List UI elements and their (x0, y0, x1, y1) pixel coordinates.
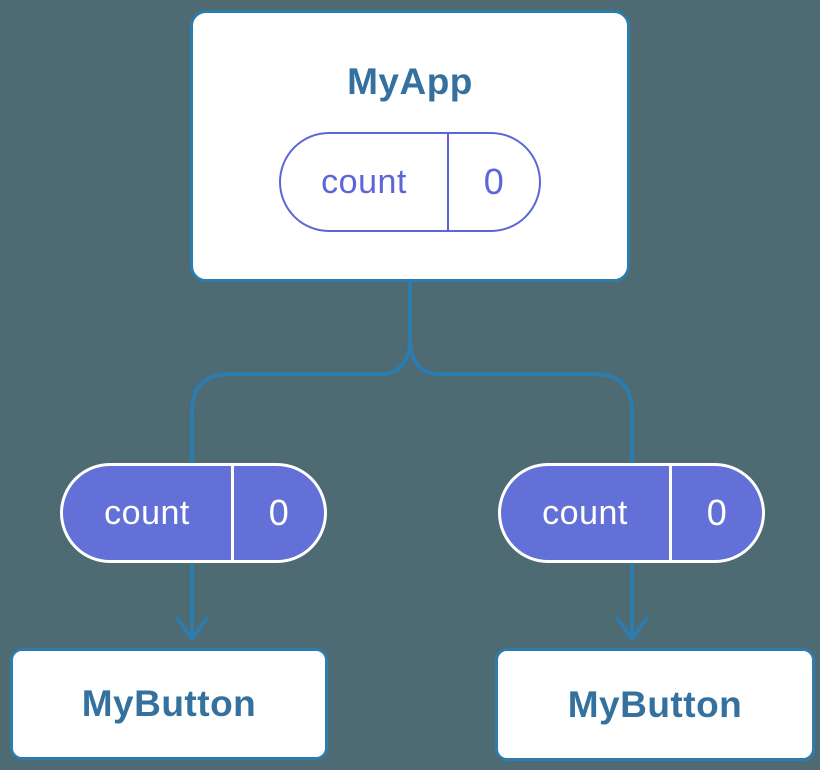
left-mybutton-component-card: MyButton (10, 648, 328, 760)
pill-divider (231, 466, 234, 560)
state-value-label: 0 (483, 161, 505, 202)
myapp-state-pill: count 0 (279, 132, 541, 232)
brace-left-branch-line (190, 344, 412, 639)
state-name-label: count (321, 162, 407, 201)
prop-name-label: count (542, 493, 628, 532)
mybutton-title: MyButton (567, 683, 743, 725)
pill-divider (447, 134, 449, 230)
mybutton-title: MyButton (81, 683, 257, 724)
pill-divider (669, 466, 672, 560)
right-mybutton-component-card: MyButton (495, 648, 815, 761)
left-prop-pill: count 0 (60, 463, 327, 563)
prop-value-label: 0 (706, 492, 728, 533)
brace-right-branch-line (408, 344, 634, 639)
myapp-title: MyApp (347, 61, 473, 102)
right-arrowhead-icon (615, 616, 649, 641)
prop-name-label: count (104, 493, 190, 532)
left-arrowhead-icon (175, 616, 209, 641)
right-prop-pill: count 0 (498, 463, 765, 563)
prop-value-label: 0 (268, 492, 290, 533)
myapp-component-card: MyApp count 0 (190, 10, 630, 282)
